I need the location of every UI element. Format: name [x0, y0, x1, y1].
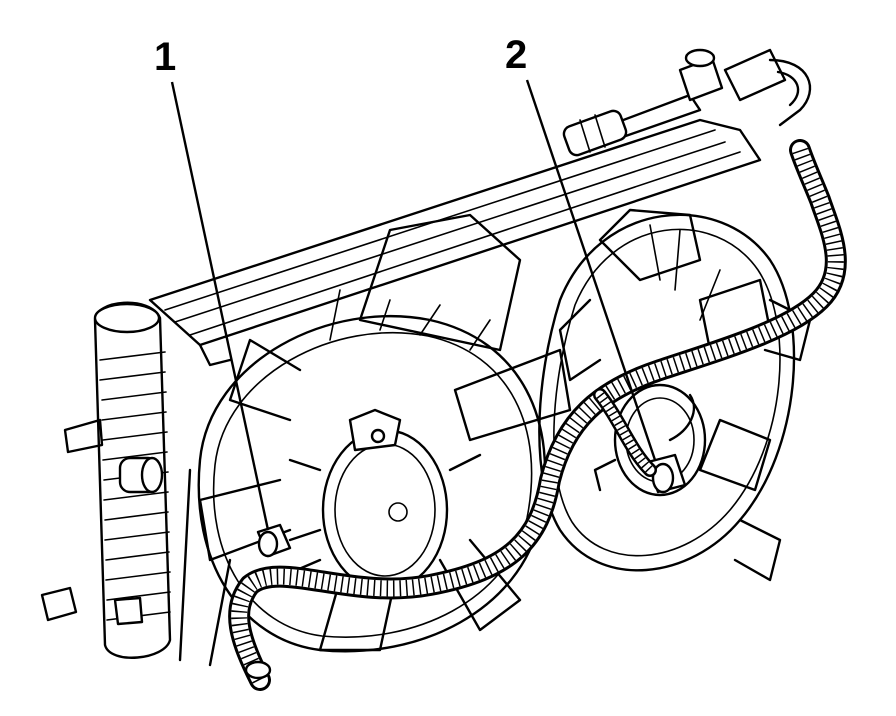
callout-1-label: 1: [154, 35, 176, 79]
right-fan-blades: [558, 208, 772, 492]
radiator-side-tank: [40, 301, 172, 659]
callout-2-leader: [525, 79, 657, 461]
connector-right-motor: [646, 393, 696, 494]
wiring-harness: [228, 139, 847, 691]
callout-2: 2: [505, 33, 657, 461]
radiator-top-frame: [148, 118, 762, 367]
callout-2-label: 2: [505, 33, 527, 77]
ac-line: [562, 48, 812, 157]
right-fan-motor: [593, 383, 707, 497]
connector-left-motor: [256, 523, 322, 558]
callout-1-leader: [170, 81, 270, 531]
callout-1: 1: [154, 35, 270, 531]
left-fan-motor: [283, 408, 482, 592]
